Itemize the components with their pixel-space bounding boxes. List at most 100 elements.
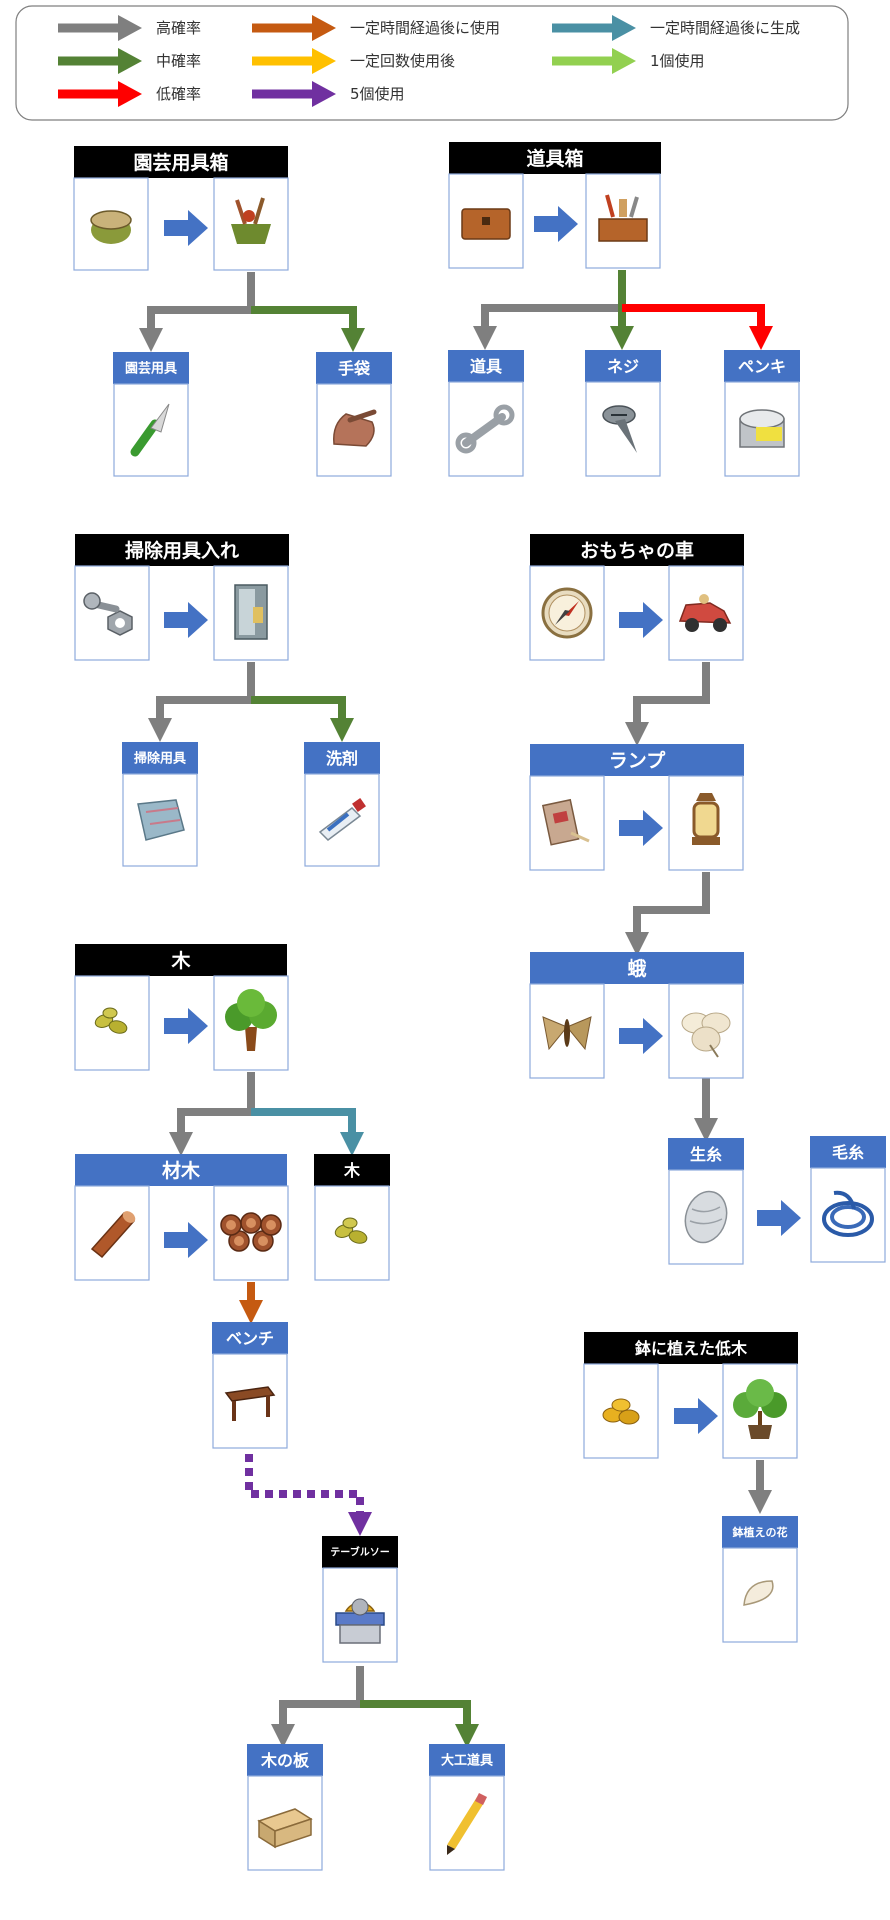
node-header [449,142,661,174]
node-header [304,742,380,774]
connector-arrow [251,1108,364,1156]
node-raw_silk: 生糸 [668,1138,744,1265]
node-lumber: 材木 [74,1154,289,1281]
node-title: 掃除用具 [134,751,186,767]
wrench-icon [455,404,515,454]
node-table_saw: テーブルソー [322,1536,398,1663]
item-cell [448,381,524,477]
legend-label: 1個使用 [650,52,705,70]
node-title: 園芸用具 [125,361,177,377]
node-title: ランプ [609,749,666,772]
legend-arrow-shaft [252,23,314,33]
nut-bolt-icon [83,592,133,636]
screw-icon [602,405,637,453]
legend-item: 中確率 [58,48,201,74]
cabinet-icon [234,584,268,640]
cloth-icon [137,799,185,841]
connector-arrow [251,306,365,352]
node-garden_box: 園芸用具箱 [73,146,289,271]
node-potted_shrub: 鉢に植えた低木 [583,1332,798,1459]
paint-can-icon [739,409,785,448]
legend-arrow-shaft [58,56,120,66]
compass-icon [541,587,593,639]
transform-arrow [164,602,208,638]
legend-item: 5個使用 [252,81,405,107]
node-title: 生糸 [690,1145,722,1164]
item-cell [810,1167,886,1263]
table-saw-icon [335,1598,385,1644]
node-title: 洗剤 [326,749,358,768]
log-icon [90,1211,136,1259]
connector-arrow [139,272,255,352]
node-detergent: 洗剤 [304,742,380,867]
legend-box [15,5,849,121]
legend-arrow-head [312,15,336,41]
node-cleaning_tool: 掃除用具 [122,742,198,867]
legend-arrow-shaft [58,89,120,99]
node-title: 毛糸 [832,1143,864,1162]
garden-basket-icon [231,197,271,244]
node-title: 木 [170,949,191,972]
bench-icon [224,1386,276,1421]
node-lamp: ランプ [529,744,744,871]
node-header [122,742,198,774]
node-tree2: 木 [314,1154,390,1281]
node-toy_car: おもちゃの車 [529,534,744,661]
node-header [75,944,287,976]
node-header [247,1744,323,1776]
node-header [810,1136,886,1168]
pencil-icon [447,1792,488,1855]
legend-arrow-head [118,48,142,74]
node-title: おもちゃの車 [580,539,694,562]
node-title: 手袋 [338,359,371,378]
item-cell [73,177,149,271]
tree-icon [225,989,277,1051]
legend-arrow-shaft [58,23,120,33]
legend-label: 高確率 [156,19,201,37]
legend-label: 一定時間経過後に使用 [350,19,500,37]
node-tool: 道具 [448,350,524,477]
open-toolbox-icon [598,194,648,242]
node-header [429,1744,505,1776]
legend-item: 高確率 [58,15,201,41]
connector-arrow [625,662,710,746]
node-title: ネジ [607,357,639,376]
connector-arrow [251,696,354,742]
node-header [530,534,744,566]
glove-icon [333,409,377,447]
node-moth: 蛾 [529,952,744,1079]
node-tree: 木 [74,944,289,1071]
legend-arrow-head [312,48,336,74]
node-header [316,352,392,384]
legend-label: 5個使用 [350,85,405,103]
node-potted_flower: 鉢植えの花 [722,1516,798,1643]
potted-tree-icon [733,1379,787,1439]
trowel-icon [130,403,170,457]
node-header [530,744,744,776]
gold-seeds-icon [602,1398,640,1425]
node-title: 大工道具 [441,1753,493,1769]
node-paint: ペンキ [724,350,800,477]
node-gloves: 手袋 [316,352,392,477]
seeds-icon [94,1007,128,1034]
transform-arrow [757,1200,801,1236]
lantern-icon [692,793,720,845]
legend-label: 中確率 [156,52,201,70]
transform-arrow [619,810,663,846]
legend-arrow-shaft [552,23,614,33]
legend-arrow-head [612,48,636,74]
legend-item: 一定時間経過後に使用 [252,15,500,41]
node-title: 鉢に植えた低木 [635,1339,748,1358]
wood-block-icon [257,1808,313,1849]
transform-arrow [534,206,578,242]
seeds-icon [334,1217,368,1244]
node-bench: ベンチ [212,1322,288,1449]
node-header [322,1536,398,1568]
log-pile-icon [220,1212,282,1252]
seed-pot-icon [90,210,132,244]
toy-car-icon [678,594,732,632]
connector-arrow [148,662,255,742]
item-cell [122,773,198,867]
transform-arrow [619,602,663,638]
